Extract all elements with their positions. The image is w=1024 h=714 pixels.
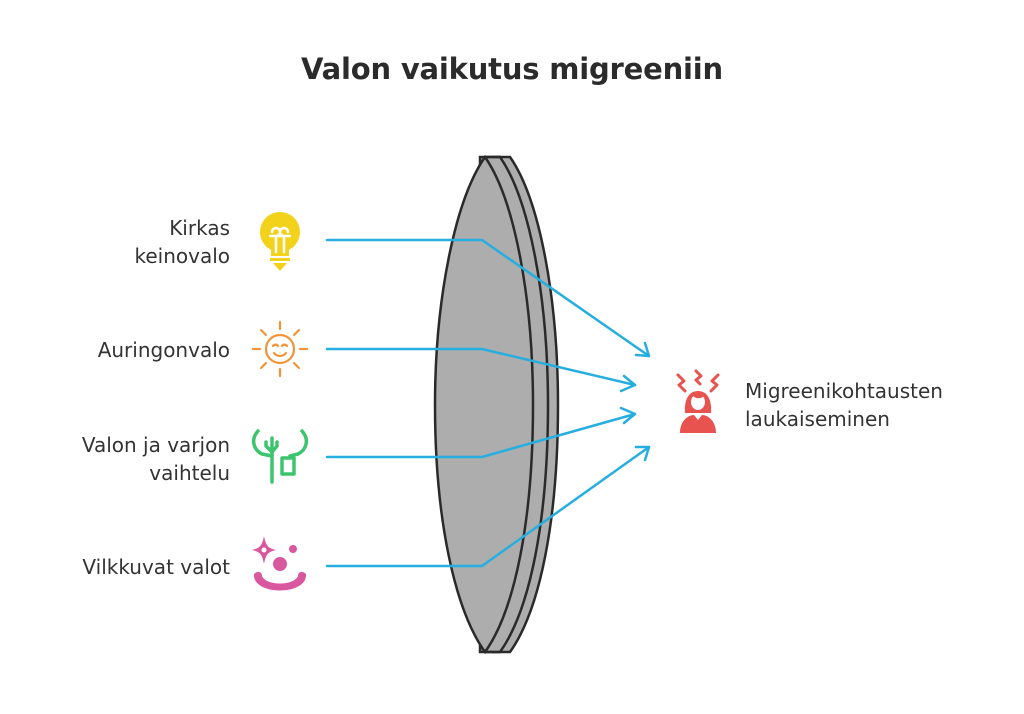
input-label-bright-artificial-light: Kirkas keinovalo (20, 214, 230, 270)
input-label-flashing-lights: Vilkkuvat valot (20, 553, 230, 581)
input-label-light-shadow-variation: Valon ja varjon vaihtelu (20, 431, 230, 487)
migraine-person-icon (676, 369, 720, 433)
light-shadow-icon (251, 429, 309, 484)
input-label-sunlight: Auringonvalo (20, 336, 230, 364)
sun-icon (251, 320, 309, 378)
diagram-title: Valon vaikutus migreeniin (301, 52, 723, 86)
connector-bright-light (325, 238, 651, 358)
label-line: Valon ja varjon (81, 433, 230, 457)
connector-light-shadow (325, 406, 637, 459)
output-label-migraine-trigger: Migreenikohtausten laukaiseminen (745, 377, 1015, 433)
label-line: laukaiseminen (745, 407, 890, 431)
label-line: Auringonvalo (97, 338, 230, 362)
lightbulb-icon (260, 212, 300, 271)
connector-flashing-lights (325, 445, 651, 568)
label-line: Migreenikohtausten (745, 379, 943, 403)
label-line: vaihtelu (149, 461, 230, 485)
connector-sunlight (325, 347, 637, 393)
lens (433, 154, 560, 655)
label-line: Vilkkuvat valot (82, 555, 230, 579)
label-line: Kirkas (169, 216, 230, 240)
flashing-lights-icon (252, 536, 307, 591)
label-line: keinovalo (134, 244, 230, 268)
